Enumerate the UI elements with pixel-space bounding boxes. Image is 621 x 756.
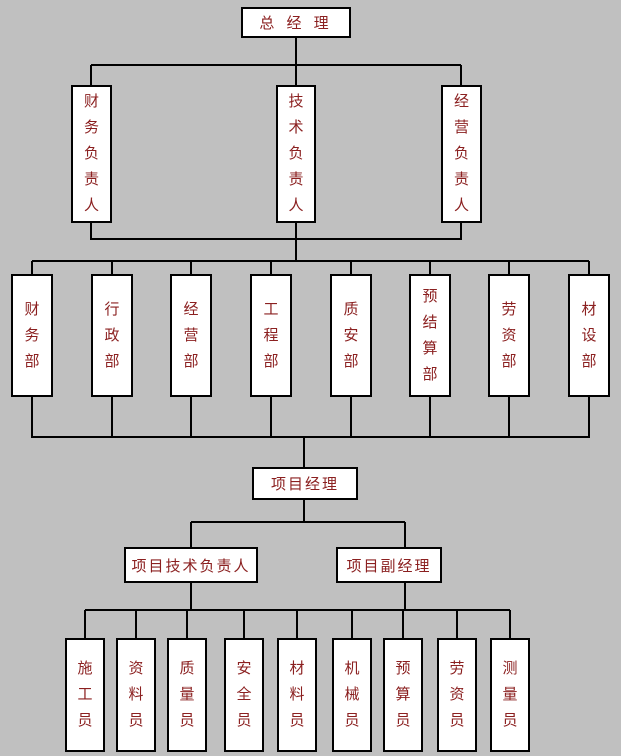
node-project-technical-leader: 项目技术负责人 xyxy=(124,547,258,583)
node-label: 劳资部 xyxy=(501,300,517,370)
node-dept-quality-safety: 质安部 xyxy=(330,274,372,397)
node-label: 资料员 xyxy=(128,660,144,729)
node-label: 项目副经理 xyxy=(346,557,432,575)
node-label: 质安部 xyxy=(343,300,359,370)
node-dept-materials-equipment: 材设部 xyxy=(568,274,610,397)
node-label: 劳资员 xyxy=(449,660,465,729)
node-finance-leader: 财务负责人 xyxy=(71,85,112,223)
node-label: 技术负责人 xyxy=(288,93,304,214)
node-label: 质量员 xyxy=(179,660,195,729)
node-dept-finance: 财务部 xyxy=(11,274,53,397)
node-dept-labor-wages: 劳资部 xyxy=(488,274,530,397)
node-label: 测量员 xyxy=(502,660,518,729)
node-label: 工程部 xyxy=(263,300,279,370)
node-materials-officer: 材料员 xyxy=(277,638,317,752)
node-safety-officer: 安全员 xyxy=(224,638,264,752)
node-label: 财务负责人 xyxy=(83,93,99,214)
node-deputy-project-manager: 项目副经理 xyxy=(336,547,442,583)
node-dept-operations: 经营部 xyxy=(170,274,212,397)
node-label: 项目技术负责人 xyxy=(131,557,251,575)
node-surveyor: 测量员 xyxy=(490,638,530,752)
node-technical-leader: 技术负责人 xyxy=(276,85,316,223)
node-label: 施工员 xyxy=(77,660,93,729)
node-label: 预结算部 xyxy=(422,287,438,383)
node-budget-officer: 预算员 xyxy=(383,638,423,752)
node-dept-engineering: 工程部 xyxy=(250,274,292,397)
node-label: 经营负责人 xyxy=(453,93,469,214)
node-label: 材设部 xyxy=(581,300,597,370)
node-quality-officer: 质量员 xyxy=(167,638,207,752)
node-label: 项目经理 xyxy=(270,476,339,493)
node-label: 材料员 xyxy=(289,660,305,729)
node-machinery-officer: 机械员 xyxy=(332,638,372,752)
node-documentation-clerk: 资料员 xyxy=(116,638,156,752)
node-constructor: 施工员 xyxy=(65,638,105,752)
node-label: 机械员 xyxy=(344,660,360,729)
node-label: 经营部 xyxy=(183,300,199,370)
node-label: 总 经 理 xyxy=(259,15,333,32)
node-labor-wages-officer: 劳资员 xyxy=(437,638,477,752)
node-operations-leader: 经营负责人 xyxy=(441,85,482,223)
node-project-manager: 项目经理 xyxy=(252,467,358,500)
node-dept-budget-settlement: 预结算部 xyxy=(409,274,451,397)
node-label: 财务部 xyxy=(24,300,40,370)
node-dept-admin: 行政部 xyxy=(91,274,133,397)
node-general-manager: 总 经 理 xyxy=(241,7,351,38)
node-label: 安全员 xyxy=(236,660,252,729)
node-label: 预算员 xyxy=(395,660,411,729)
node-label: 行政部 xyxy=(104,300,120,370)
